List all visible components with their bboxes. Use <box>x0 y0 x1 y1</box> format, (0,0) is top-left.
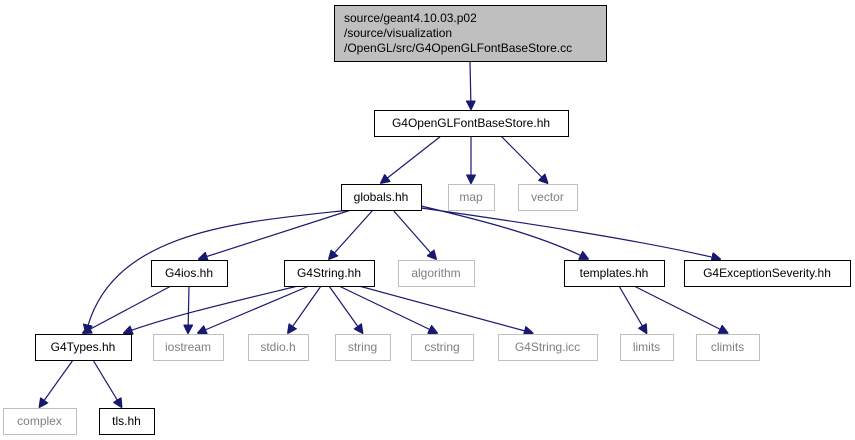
node-label-cstring: cstring <box>424 340 459 354</box>
node-label-fontbasestore: G4OpenGLFontBaseStore.hh <box>392 116 550 130</box>
node-stdio[interactable]: stdio.h <box>248 334 309 361</box>
node-fontbasestore[interactable]: G4OpenGLFontBaseStore.hh <box>374 110 569 137</box>
node-box-vector <box>518 184 578 211</box>
node-label-climits: climits <box>711 340 744 354</box>
node-label-map: map <box>459 190 483 204</box>
node-cstring[interactable]: cstring <box>411 334 474 361</box>
node-box-stdio <box>248 334 309 361</box>
edge-globals-to-templates <box>420 205 588 259</box>
node-label-g4exceptionseverity: G4ExceptionSeverity.hh <box>703 266 831 280</box>
node-box-g4string <box>284 260 375 287</box>
node-limits[interactable]: limits <box>620 334 674 361</box>
node-label-g4ios: G4ios.hh <box>165 266 213 280</box>
edge-fontbasestore-to-vector <box>500 135 548 183</box>
node-box-g4ios <box>151 260 228 287</box>
node-box-algorithm <box>398 260 475 287</box>
node-box-g4stringicc <box>498 334 598 361</box>
node-algorithm[interactable]: algorithm <box>398 260 475 287</box>
node-label-string: string <box>348 340 377 354</box>
node-box-templates <box>564 260 665 287</box>
node-label-g4stringicc: G4String.icc <box>515 340 580 354</box>
node-complex[interactable]: complex <box>3 408 77 435</box>
node-box-fontbasestore <box>374 110 569 137</box>
edge-globals-to-algorithm <box>392 209 436 259</box>
node-label-limits: limits <box>633 340 660 354</box>
edge-root-to-fontbasestore <box>470 60 471 109</box>
node-g4ios[interactable]: G4ios.hh <box>151 260 228 287</box>
node-box-g4exceptionseverity <box>684 260 851 287</box>
node-climits[interactable]: climits <box>696 334 760 361</box>
edge-globals-to-g4types <box>86 209 351 333</box>
edge-fontbasestore-to-globals <box>381 135 442 183</box>
node-box-string <box>335 334 391 361</box>
edge-templates-to-climits <box>633 285 728 333</box>
edge-g4string-to-string <box>328 285 363 333</box>
node-box-tls <box>99 408 155 435</box>
node-label-root: /source/visualization <box>344 26 452 40</box>
edge-g4types-to-complex <box>40 359 74 407</box>
node-box-iostream <box>153 334 224 361</box>
node-iostream[interactable]: iostream <box>153 334 224 361</box>
node-box-map <box>448 184 495 211</box>
node-g4stringicc[interactable]: G4String.icc <box>498 334 598 361</box>
node-label-globals: globals.hh <box>354 190 409 204</box>
nodes-layer: source/geant4.10.03.p02/source/visualiza… <box>3 5 851 435</box>
edge-g4string-to-g4stringicc <box>358 285 533 333</box>
node-templates[interactable]: templates.hh <box>564 260 665 287</box>
node-g4exceptionseverity[interactable]: G4ExceptionSeverity.hh <box>684 260 851 287</box>
node-label-root: /OpenGL/src/G4OpenGLFontBaseStore.cc <box>344 41 572 55</box>
node-g4types[interactable]: G4Types.hh <box>35 334 132 361</box>
edge-g4string-to-g4types <box>124 285 299 333</box>
edge-templates-to-limits <box>618 285 647 333</box>
node-root[interactable]: source/geant4.10.03.p02/source/visualiza… <box>334 5 607 62</box>
node-label-g4types: G4Types.hh <box>51 340 116 354</box>
edges-layer <box>40 60 728 407</box>
node-label-algorithm: algorithm <box>411 266 460 280</box>
node-label-vector: vector <box>531 190 564 204</box>
edge-g4types-to-tls <box>92 359 122 407</box>
node-box-globals <box>341 184 422 211</box>
node-label-tls: tls.hh <box>112 414 141 428</box>
edge-globals-to-g4ios <box>199 209 352 259</box>
edge-g4string-to-cstring <box>338 285 437 333</box>
node-globals[interactable]: globals.hh <box>341 184 422 211</box>
node-label-templates: templates.hh <box>580 266 649 280</box>
node-label-root: source/geant4.10.03.p02 <box>344 11 477 25</box>
node-label-g4string: G4String.hh <box>297 266 361 280</box>
node-tls[interactable]: tls.hh <box>99 408 155 435</box>
node-vector[interactable]: vector <box>518 184 578 211</box>
node-box-limits <box>620 334 674 361</box>
node-box-cstring <box>411 334 474 361</box>
node-box-complex <box>3 408 77 435</box>
edge-g4string-to-iostream <box>198 285 310 333</box>
edge-globals-to-g4exceptionseverity <box>420 207 720 259</box>
node-label-stdio: stdio.h <box>260 340 295 354</box>
edge-g4ios-to-iostream <box>188 285 189 333</box>
node-map[interactable]: map <box>448 184 495 211</box>
edge-globals-to-g4string <box>329 209 374 259</box>
node-label-complex: complex <box>17 414 62 428</box>
node-g4string[interactable]: G4String.hh <box>284 260 375 287</box>
edge-g4string-to-stdio <box>288 285 322 333</box>
node-box-g4types <box>35 334 132 361</box>
node-box-root <box>334 5 607 62</box>
node-box-climits <box>696 334 760 361</box>
edge-g4ios-to-g4types <box>83 285 172 333</box>
node-string[interactable]: string <box>335 334 391 361</box>
node-label-iostream: iostream <box>165 340 211 354</box>
